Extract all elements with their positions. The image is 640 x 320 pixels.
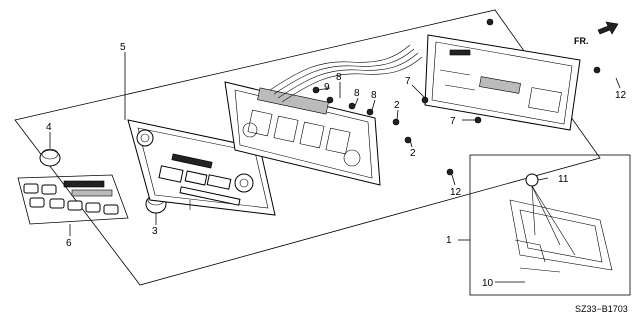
subassembly-box <box>469 154 631 296</box>
callout-8c: 8 <box>371 90 377 101</box>
callout-7a: 7 <box>405 76 411 87</box>
circuit-board <box>424 34 581 131</box>
callout-9: 9 <box>324 82 330 93</box>
assembly-outline <box>14 9 601 286</box>
callout-11: 11 <box>558 174 569 185</box>
callout-4: 4 <box>46 122 52 133</box>
callout-1: 1 <box>446 235 452 246</box>
callout-2b: 2 <box>410 148 416 159</box>
heater-wiring-unit <box>509 173 613 273</box>
callout-8a: 8 <box>336 72 342 83</box>
diagram-code: SZ33−B1703 <box>575 304 628 314</box>
callout-10: 10 <box>482 278 494 289</box>
callout-5: 5 <box>120 42 126 53</box>
button-set <box>23 180 119 215</box>
callout-12b: 12 <box>450 187 462 198</box>
front-direction-arrow: FR. <box>574 21 619 46</box>
ribbon-cable <box>269 44 423 103</box>
callout-3: 3 <box>152 226 158 237</box>
callout-2a: 2 <box>394 100 400 111</box>
button-set-box <box>17 174 129 225</box>
leader-lines <box>49 52 621 283</box>
callout-12a: 12 <box>615 90 627 101</box>
callout-6: 6 <box>66 238 72 249</box>
screws <box>312 18 601 176</box>
control-unit <box>224 81 381 186</box>
callout-7b: 7 <box>450 116 456 127</box>
callout-8b: 8 <box>354 88 360 99</box>
fan-knob <box>39 148 61 167</box>
direction-label: FR. <box>574 36 589 46</box>
